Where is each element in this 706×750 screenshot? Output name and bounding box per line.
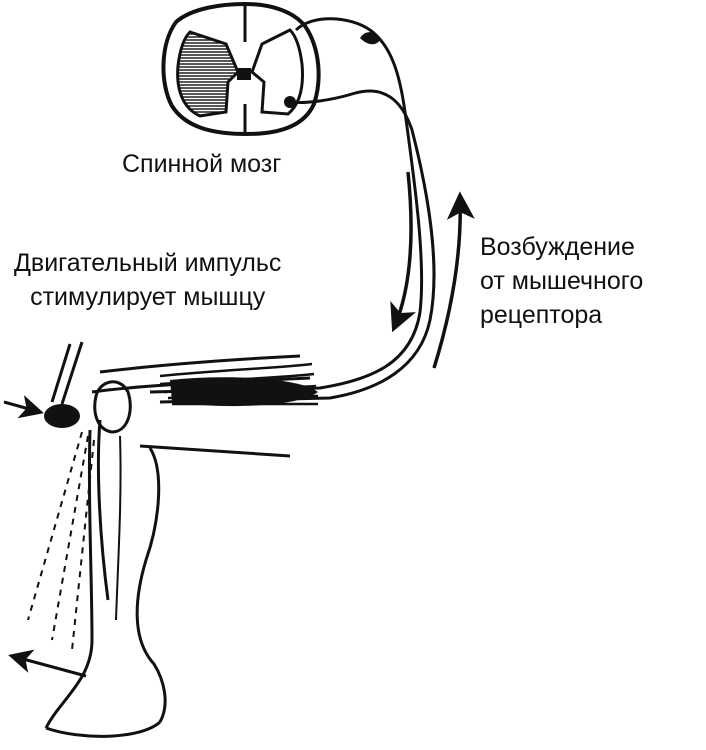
spinal-cord-label: Спинной мозг	[122, 147, 281, 181]
patella	[93, 380, 132, 434]
motor-impulse-line-2: стимулирует мышцу	[30, 283, 266, 311]
grey-matter-right	[250, 28, 304, 116]
thigh	[50, 341, 319, 458]
calf-back	[135, 447, 167, 723]
leg-motion-lines	[27, 431, 95, 651]
spinal-cord-section	[161, 1, 380, 137]
foot	[45, 720, 162, 738]
motor-impulse-line-1: Двигательный импульс	[14, 249, 282, 277]
sensory-fiber	[149, 17, 424, 394]
hammer-strike-arrow	[3, 395, 44, 419]
sensory-excitation-label: Возбуждение от мышечного рецептора	[480, 230, 643, 332]
patellar-tendon	[96, 419, 110, 601]
knee-and-leg	[3, 380, 167, 738]
sensory-impulse-arrow	[432, 191, 475, 369]
sensory-excitation-line-1: Возбуждение	[480, 233, 635, 261]
central-canal	[237, 68, 251, 80]
leg-kick-arrow	[8, 649, 87, 678]
sensory-excitation-line-3: рецептора	[480, 301, 603, 329]
tibia-line	[115, 435, 122, 621]
shin-front	[44, 429, 94, 729]
sensory-excitation-line-2: от мышечного	[480, 267, 644, 295]
grey-matter-left	[176, 30, 240, 118]
motor-impulse-arrow	[390, 171, 417, 333]
motor-impulse-label: Двигательный импульс стимулирует мышцу	[14, 246, 281, 314]
spinal-cord-label-text: Спинной мозг	[122, 150, 282, 178]
reflex-hammer-head	[44, 404, 80, 428]
motor-fiber	[159, 89, 436, 404]
reflex-arc-nerve	[149, 17, 436, 404]
quadriceps-belly	[170, 377, 318, 407]
